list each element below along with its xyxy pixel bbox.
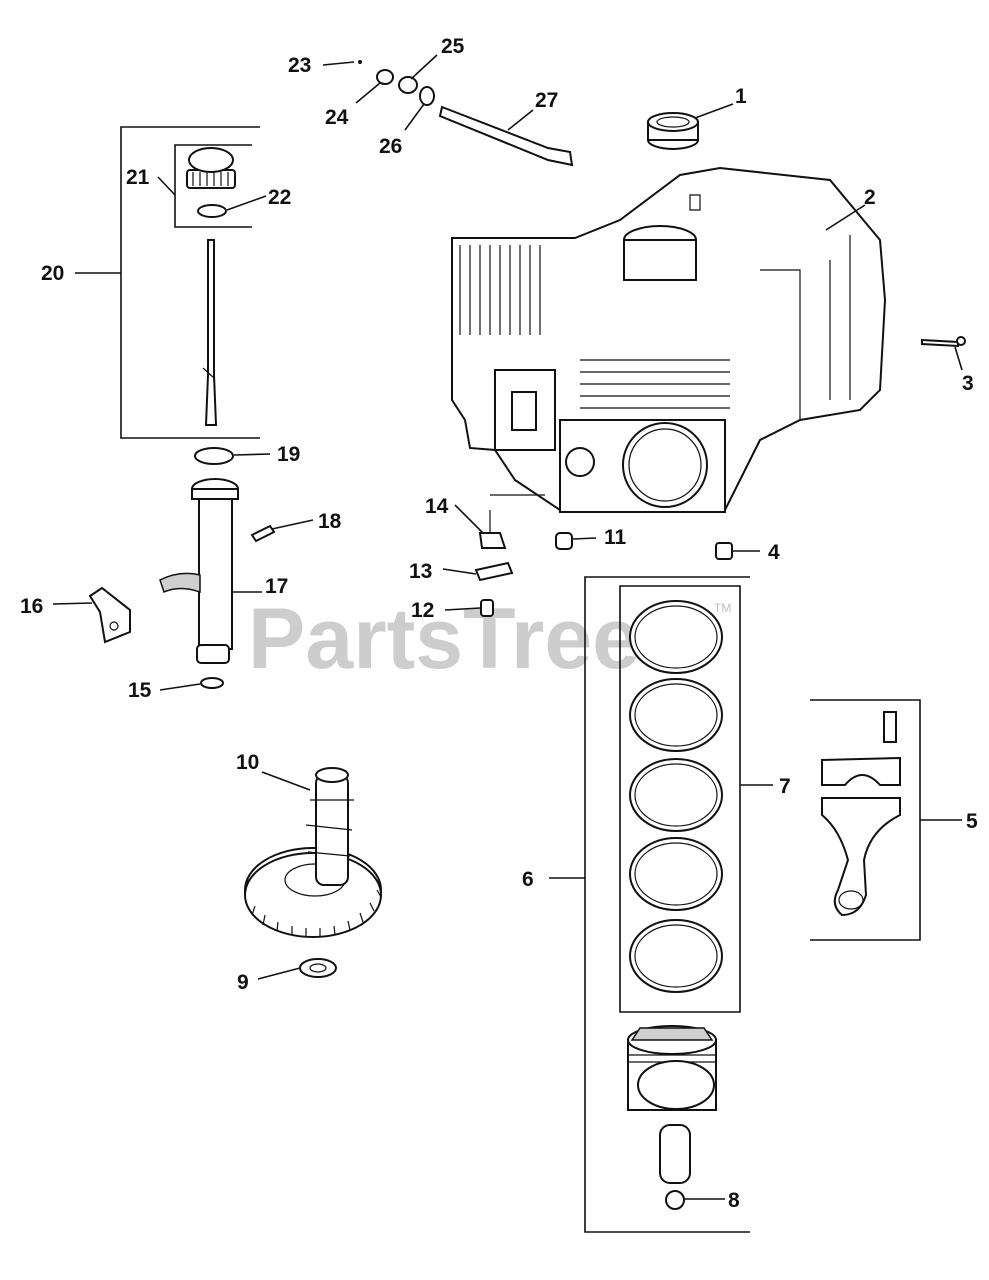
part-4-nut[interactable] [715, 542, 733, 560]
part-16-bracket[interactable] [88, 586, 131, 644]
callout-18[interactable]: 18 [318, 510, 342, 533]
piston-assembly-box [584, 576, 750, 1233]
watermark-text: PartsTree [248, 591, 640, 687]
part-18-screw[interactable] [250, 524, 276, 543]
callout-7[interactable]: 7 [779, 775, 791, 798]
callout-11[interactable]: 11 [604, 526, 627, 549]
callout-25[interactable]: 25 [441, 35, 465, 58]
callout-labels: 1 2 3 4 5 6 7 8 9 10 11 12 13 14 15 16 1… [20, 35, 978, 1212]
part-5-connecting-rod[interactable] [821, 711, 901, 917]
part-10-camshaft[interactable] [244, 767, 382, 938]
callout-4[interactable]: 4 [768, 541, 780, 564]
part-7-piston-rings[interactable] [629, 600, 723, 993]
part-1-oil-seal[interactable] [647, 112, 699, 150]
dipstick-assembly-box [120, 126, 260, 439]
piston[interactable] [627, 1025, 717, 1184]
part-20-dipstick[interactable] [202, 239, 218, 426]
callout-3[interactable]: 3 [962, 372, 974, 395]
callout-26[interactable]: 26 [379, 135, 402, 158]
callout-13[interactable]: 13 [409, 560, 432, 583]
part-2-crankcase[interactable] [451, 166, 887, 513]
part-11-dowel[interactable] [555, 532, 573, 550]
callout-8[interactable]: 8 [728, 1189, 740, 1212]
callout-15[interactable]: 15 [128, 679, 152, 702]
part-3-screw[interactable] [921, 336, 966, 348]
part-14-clip[interactable] [478, 494, 545, 549]
callout-16[interactable]: 16 [20, 595, 43, 618]
part-21-dipstick-cap[interactable] [186, 147, 236, 189]
part-8-retaining-ring[interactable] [665, 1190, 685, 1210]
callout-1[interactable]: 1 [735, 85, 747, 108]
callout-24[interactable]: 24 [325, 106, 349, 129]
part-25-grommet[interactable] [398, 76, 418, 94]
part-27-tube[interactable] [438, 105, 574, 167]
part-13-bracket[interactable] [474, 561, 514, 582]
callout-20[interactable]: 20 [41, 262, 64, 285]
part-26-washer[interactable] [419, 86, 435, 106]
callout-2[interactable]: 2 [864, 186, 876, 209]
part-19-o-ring[interactable] [194, 447, 234, 465]
part-23-small-part[interactable] [358, 60, 362, 64]
part-17-dipstick-tube[interactable] [159, 478, 239, 664]
callout-19[interactable]: 19 [277, 443, 300, 466]
callout-5[interactable]: 5 [966, 810, 978, 833]
callout-9[interactable]: 9 [237, 971, 249, 994]
callout-17[interactable]: 17 [265, 575, 288, 598]
part-15-o-ring[interactable] [200, 677, 224, 689]
part-9-washer[interactable] [299, 958, 337, 978]
callout-21[interactable]: 21 [126, 166, 150, 189]
callout-22[interactable]: 22 [268, 186, 291, 209]
watermark-tm: TM [714, 601, 731, 615]
callout-27[interactable]: 27 [535, 89, 558, 112]
callout-10[interactable]: 10 [236, 751, 259, 774]
leader-lines [52, 54, 963, 1200]
callout-14[interactable]: 14 [425, 495, 449, 518]
callout-6[interactable]: 6 [522, 868, 534, 891]
callout-12[interactable]: 12 [411, 599, 434, 622]
part-12-screw[interactable] [480, 599, 494, 617]
callout-23[interactable]: 23 [288, 54, 311, 77]
part-22-o-ring[interactable] [197, 204, 227, 218]
part-24-nut[interactable] [376, 69, 394, 85]
